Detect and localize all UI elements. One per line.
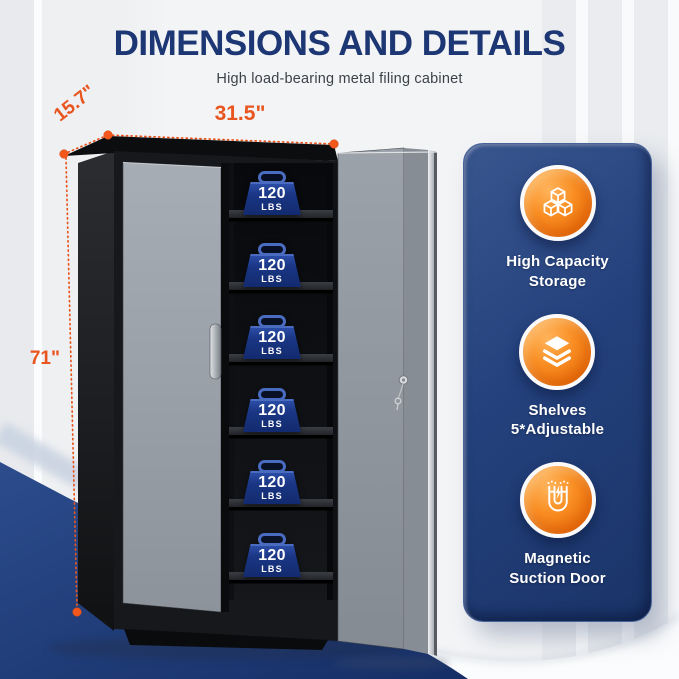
dimension-dots	[59, 130, 339, 617]
height-dimension-label: 71"	[29, 348, 60, 369]
dimension-line-width	[107, 134, 335, 145]
right-door-open	[337, 147, 438, 656]
features-panel: High Capacity Storage Shelves 5*Adjustab…	[463, 143, 652, 622]
left-door-closed	[122, 161, 229, 613]
layers-icon	[543, 335, 572, 367]
feature-high-capacity: High Capacity Storage	[506, 165, 609, 292]
page-title: DIMENSIONS AND DETAILS	[113, 24, 566, 63]
dimension-lines	[63, 134, 335, 611]
capacity-unit: LBS	[261, 202, 283, 213]
capacity-unit: LBS	[261, 491, 283, 502]
dimension-line-height	[65, 157, 78, 611]
feature-circle	[519, 165, 596, 241]
capacity-value: 120	[258, 185, 286, 203]
capacity-unit: LBS	[261, 419, 283, 430]
capacity-value: 120	[258, 257, 286, 275]
cubes-icon	[543, 187, 572, 217]
page-subtitle: High load-bearing metal filing cabinet	[216, 71, 463, 87]
capacity-unit: LBS	[261, 346, 283, 357]
feature-circle	[519, 313, 596, 390]
feature-adjustable-shelves: Shelves 5*Adjustable	[510, 313, 605, 441]
feature-circle	[519, 462, 596, 539]
feature-label: Shelves 5*Adjustable	[510, 401, 605, 439]
capacity-value: 120	[258, 329, 286, 347]
capacity-unit: LBS	[261, 564, 283, 575]
capacity-value: 120	[258, 547, 286, 565]
capacity-value: 120	[258, 474, 286, 492]
feature-magnetic-door: Magnetic Suction Door	[509, 462, 606, 589]
door-lock-with-keys	[394, 375, 409, 411]
feature-label: Magnetic Suction Door	[509, 550, 606, 587]
magnet-icon	[546, 480, 569, 512]
door-floor-shadow	[334, 656, 450, 670]
capacity-unit: LBS	[261, 274, 283, 285]
capacity-value: 120	[258, 402, 286, 420]
width-dimension-label: 31.5"	[214, 102, 266, 125]
feature-label: High Capacity Storage	[506, 253, 609, 290]
door-handle	[209, 323, 222, 380]
dimension-line-depth	[63, 134, 109, 155]
